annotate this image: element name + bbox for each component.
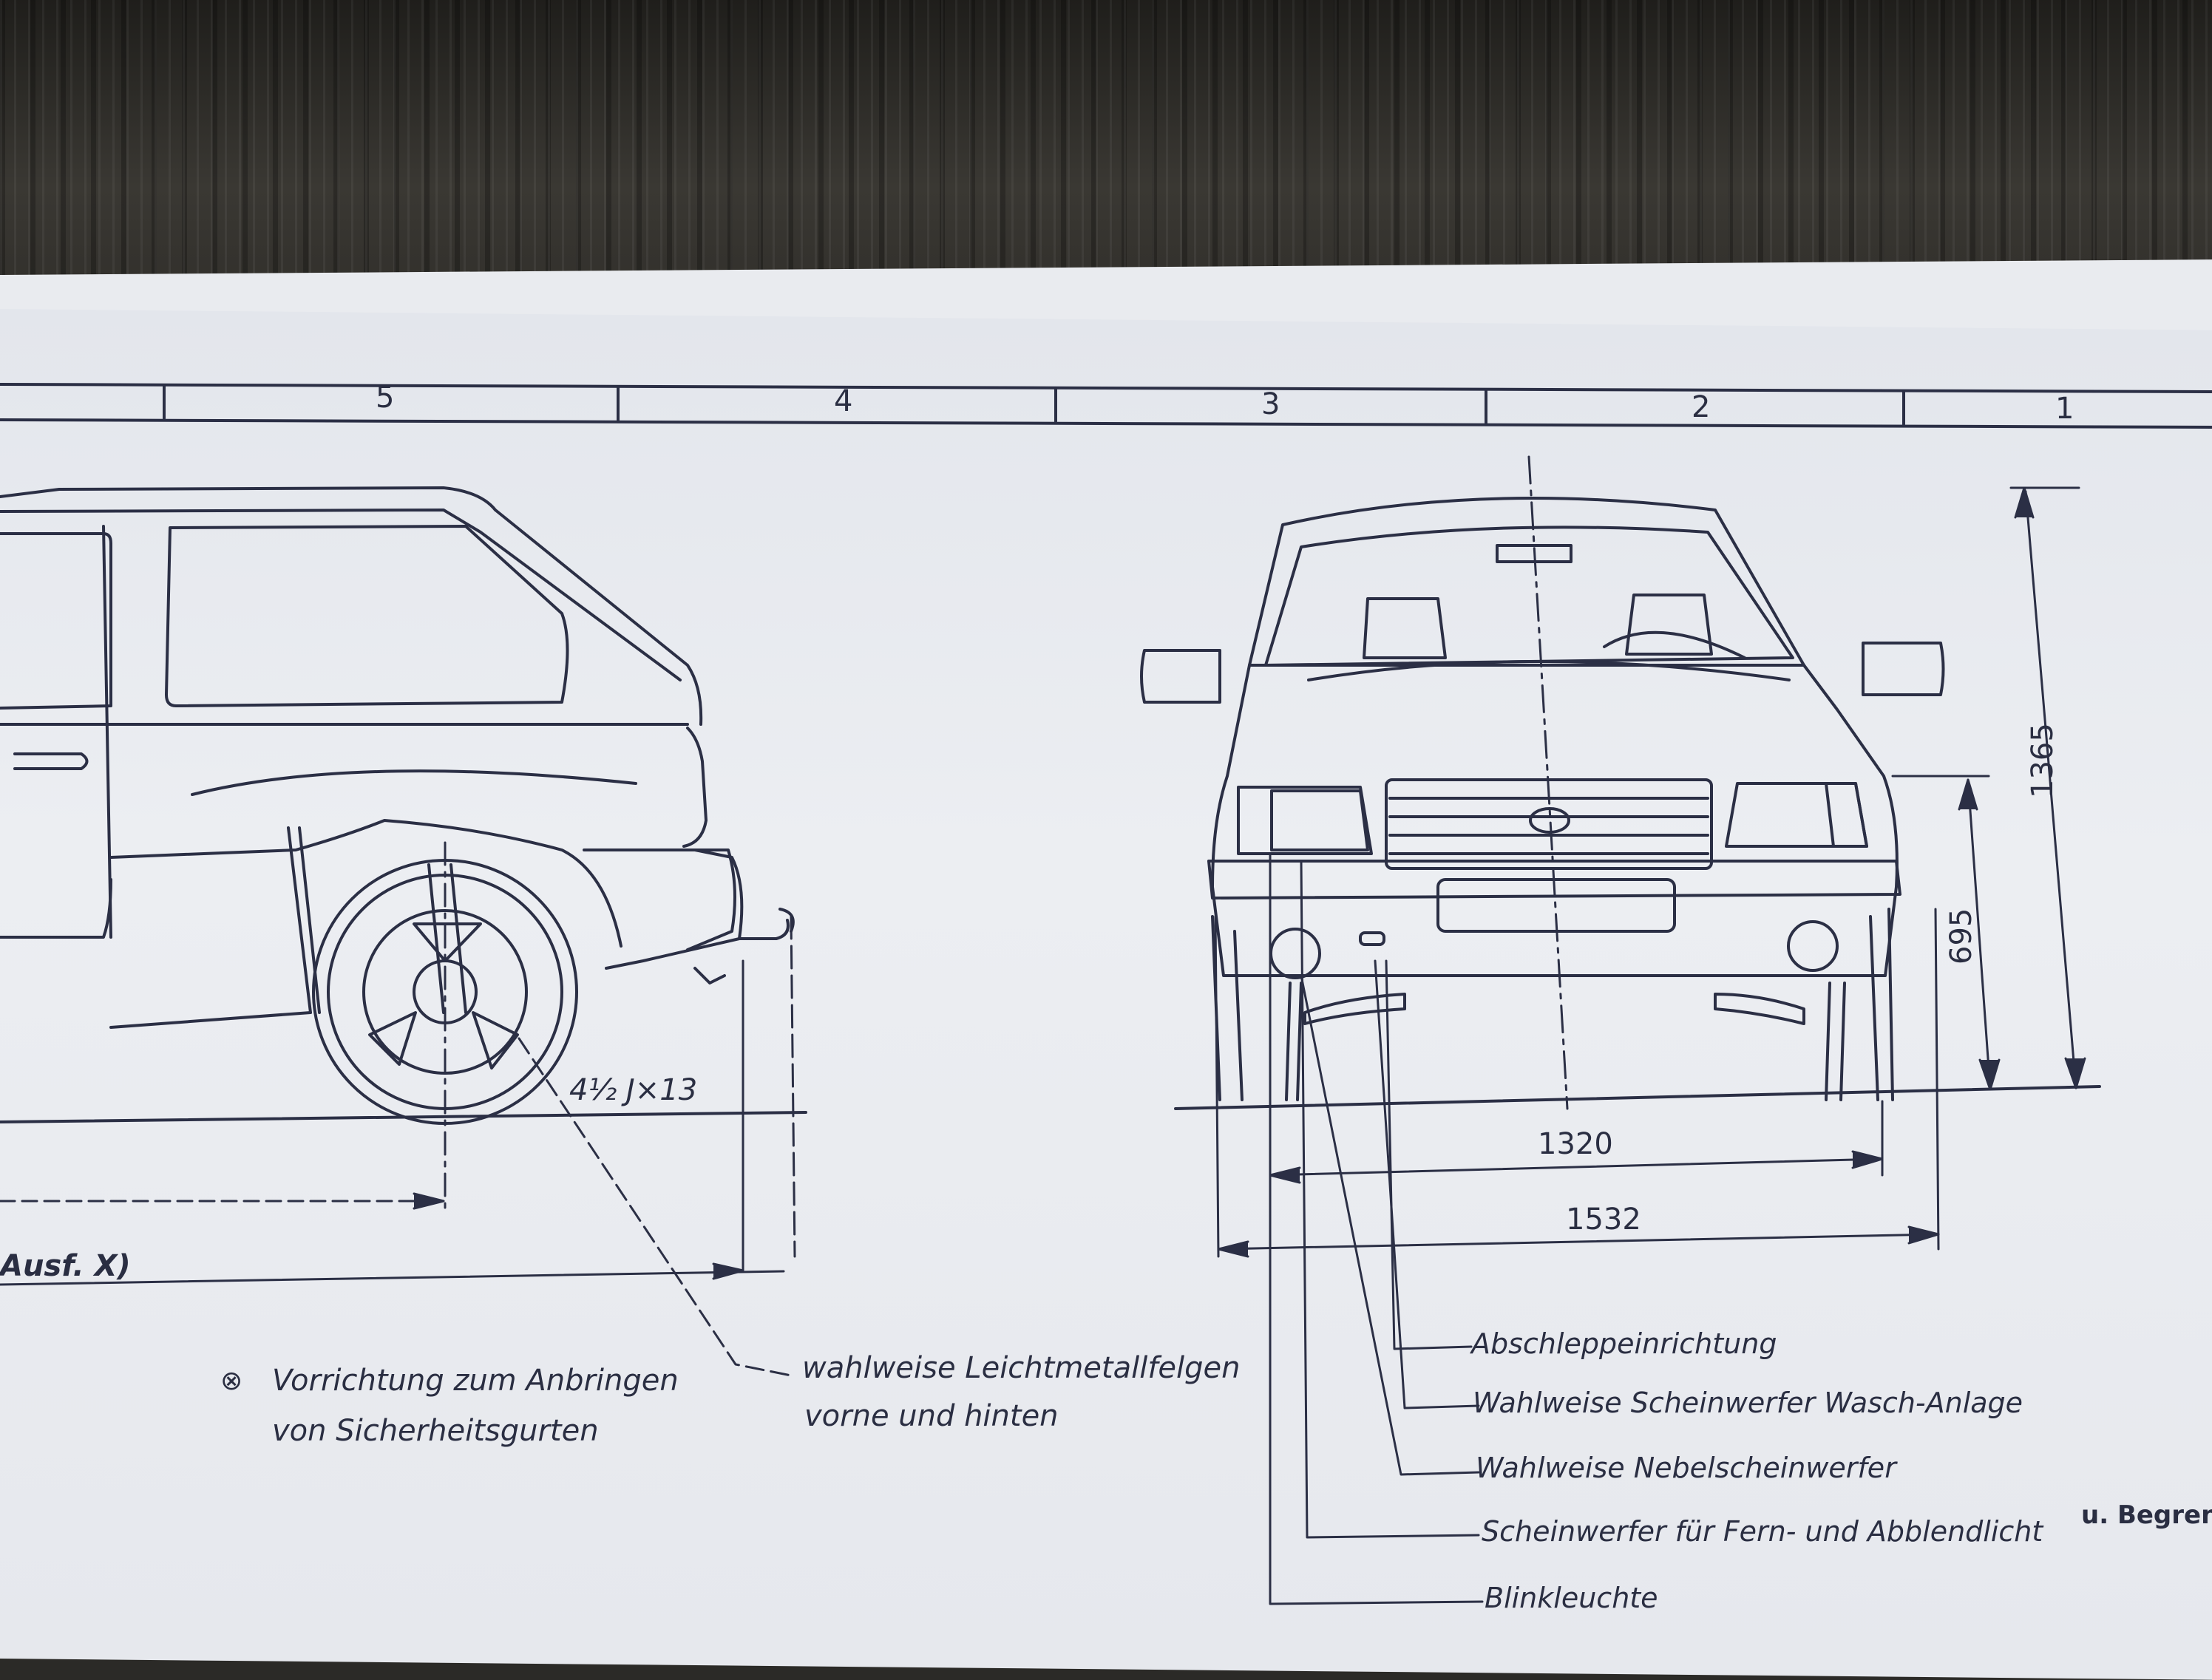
drawing-frame <box>0 383 2212 429</box>
alloy-wheels-line-2: vorne und hinten <box>804 1399 1059 1433</box>
rim-size-label: 4½ J×13 <box>569 1073 698 1107</box>
callout-turn-signal: Blinkleuchte <box>1485 1582 1658 1614</box>
callout-fog-lamps: Wahlweise Nebelscheinwerfer <box>1476 1452 1896 1484</box>
front-view-dimensions <box>1214 455 2086 1258</box>
alloy-wheels-line-1: wahlweise Leichtmetallfelgen <box>802 1351 1241 1385</box>
handwritten-note: u. Begren <box>2081 1500 2212 1530</box>
dimension-track: 1320 <box>1538 1127 1613 1161</box>
frame-zone-1: 1 <box>2055 392 2074 426</box>
frame-zone-4: 4 <box>834 384 853 418</box>
belt-mount-symbol-icon: ⊗ <box>220 1366 243 1396</box>
belt-mount-line-2: von Sicherheitsgurten <box>272 1414 599 1448</box>
dimension-width-total: 1532 <box>1566 1203 1641 1237</box>
callout-towing-device: Abschleppeinrichtung <box>1471 1327 1777 1360</box>
front-view-car <box>1140 497 2101 1110</box>
variant-label: Ausf. X) <box>0 1249 131 1283</box>
frame-zone-5: 5 <box>376 381 395 415</box>
dimension-height-total: 1365 <box>2026 723 2060 798</box>
callout-headlamps: Scheinwerfer für Fern- und Abblendlicht <box>1482 1515 2043 1548</box>
callout-headlamp-washer: Wahlweise Scheinwerfer Wasch-Anlage <box>1473 1387 2023 1419</box>
belt-mount-line-1: Vorrichtung zum Anbringen <box>272 1364 679 1398</box>
side-view-dimensions <box>0 841 796 1378</box>
frame-zone-3: 3 <box>1261 387 1280 421</box>
frame-zone-2: 2 <box>1692 390 1711 424</box>
side-view-car <box>0 486 807 1125</box>
dimension-height-bumper: 695 <box>1944 908 1978 965</box>
callout-leaders <box>1269 852 1484 1605</box>
